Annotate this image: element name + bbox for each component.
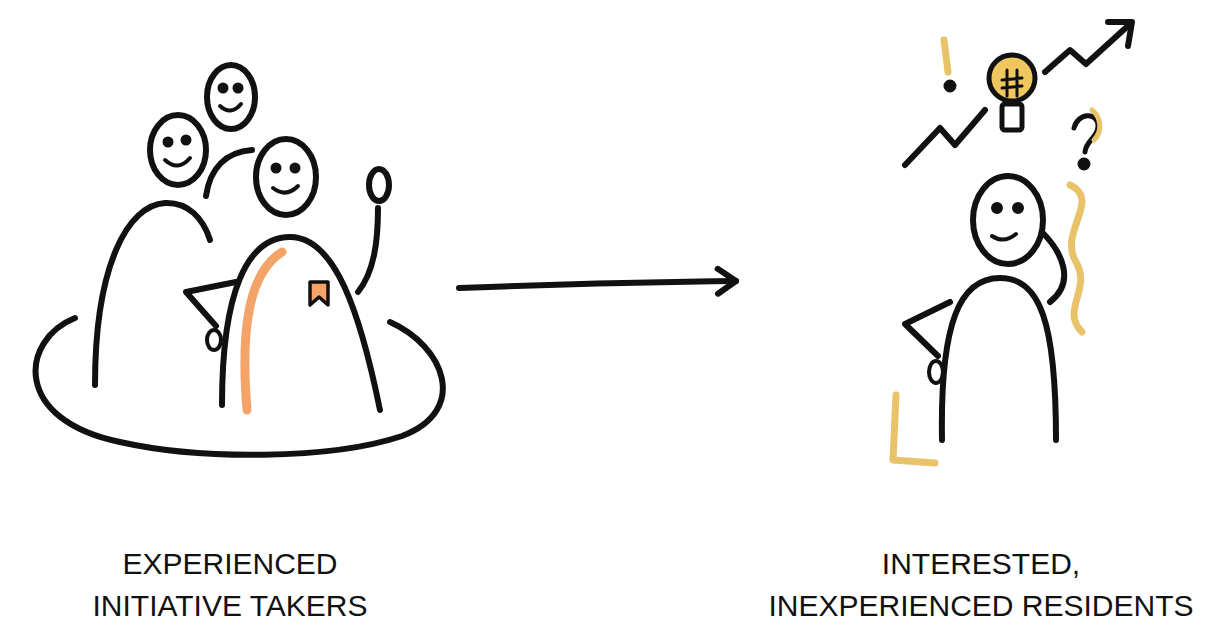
person-eye: [166, 140, 171, 145]
group-label: EXPERIENCED INITIATIVE TAKERS: [80, 543, 380, 627]
person-eye: [221, 86, 226, 91]
person-head: [150, 115, 206, 185]
zigzag-line: [905, 110, 985, 165]
person-hand: [929, 361, 943, 383]
exclamation-dot: [947, 83, 954, 90]
person-eye: [1015, 205, 1021, 211]
person-eye: [274, 166, 279, 171]
person-body: [222, 237, 380, 410]
arrow-line: [459, 281, 736, 288]
person-body: [942, 278, 1056, 440]
yellow-squiggle: [1070, 185, 1082, 332]
person-eye: [293, 166, 298, 171]
person-hand: [207, 330, 221, 350]
lightbulb-base: [1002, 104, 1022, 130]
trend-arrowhead: [1108, 22, 1132, 46]
person-head: [256, 139, 316, 215]
person-arm: [358, 208, 378, 292]
person-body: [95, 203, 210, 385]
exclamation-stroke: [944, 40, 948, 72]
person-arm: [1042, 232, 1064, 302]
question-mark: [1074, 116, 1098, 152]
yellow-corner: [893, 395, 935, 463]
trend-arrow: [1045, 24, 1130, 72]
flow-arrow: [459, 269, 736, 294]
person-head: [207, 65, 255, 129]
person-smile: [165, 158, 190, 166]
figure-group: INTERESTED, INEXPERIENCED RESIDENTS: [750, 40, 1212, 627]
person-head: [973, 176, 1043, 264]
orange-stripe: [245, 252, 282, 410]
figure-group: EXPERIENCED INITIATIVE TAKERS: [15, 40, 445, 627]
person-arm: [905, 302, 950, 356]
person-smile: [992, 234, 1016, 240]
orange-badge: [310, 282, 328, 305]
lightbulb-filament: [1002, 70, 1022, 96]
person-eye: [236, 86, 241, 91]
arrowhead: [718, 269, 736, 294]
person-smile: [273, 186, 298, 193]
lightbulb-glass: [989, 55, 1035, 101]
group-label: INTERESTED, INEXPERIENCED RESIDENTS: [761, 543, 1201, 627]
person-eye: [184, 138, 189, 143]
person-body: [206, 150, 252, 196]
yellow-tick: [1092, 110, 1100, 140]
person-arm: [186, 282, 236, 326]
person-eye: [994, 205, 1000, 211]
person-hand: [369, 169, 389, 201]
person-smile: [220, 104, 241, 111]
question-dot: [1081, 161, 1088, 168]
